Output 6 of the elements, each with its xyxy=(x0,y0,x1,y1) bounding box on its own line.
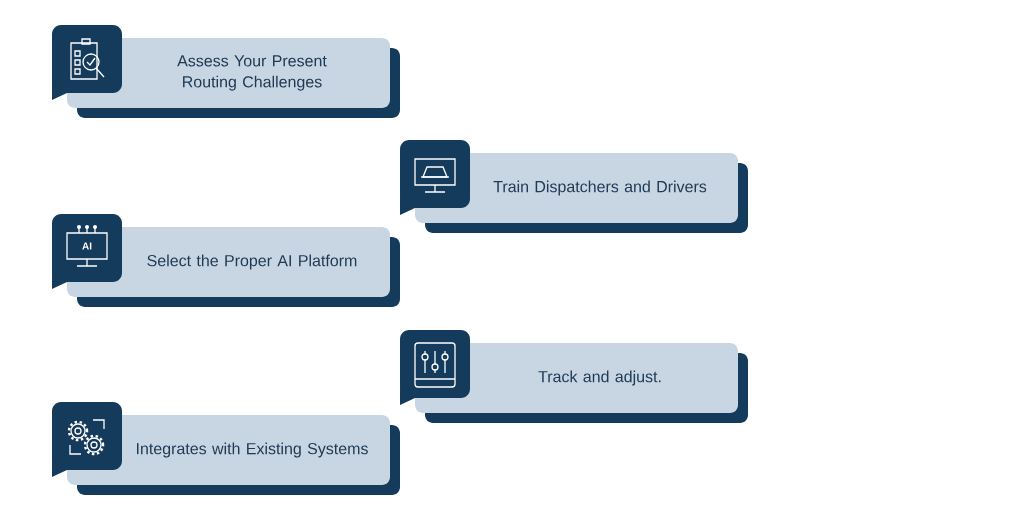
node-label: Train Dispatchers and Drivers xyxy=(493,180,707,196)
step-card: Assess Your Present Routing Challenges xyxy=(67,38,400,118)
step-card: Track and adjust. xyxy=(415,343,748,423)
icon-text: AI xyxy=(82,242,92,250)
step-card: Train Dispatchers and Drivers xyxy=(415,153,748,233)
node-label: Track and adjust. xyxy=(538,370,661,386)
